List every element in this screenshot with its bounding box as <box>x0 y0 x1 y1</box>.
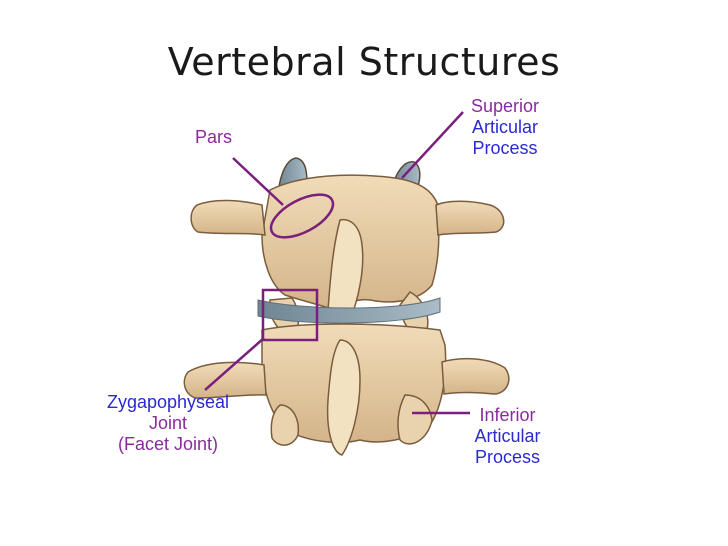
label-line: Superior <box>470 96 540 116</box>
label-line: Articular <box>471 117 538 137</box>
label-zygapophyseal-joint: Zygapophyseal Joint (Facet Joint) <box>84 392 252 455</box>
intervertebral-gap <box>257 297 441 324</box>
label-line: Process <box>472 138 538 158</box>
label-pars: Pars <box>195 127 233 147</box>
pars-ellipse <box>269 193 335 239</box>
label-line: Process <box>474 447 541 467</box>
label-superior-articular-process: Superior Articular Process <box>455 96 555 159</box>
upper-vertebra <box>190 157 505 337</box>
label-line: (Facet Joint) <box>117 434 219 454</box>
label-line: Joint <box>148 413 188 433</box>
label-line: Articular <box>474 426 541 446</box>
pars-leader-line <box>232 157 284 206</box>
superior-leader-line <box>401 111 464 179</box>
slide-title: Vertebral Structures <box>167 40 561 84</box>
label-line: Inferior <box>479 405 536 425</box>
label-line: Zygapophyseal <box>106 392 230 412</box>
facet-joint-box <box>261 288 319 342</box>
facet-leader-line <box>204 337 265 391</box>
label-inferior-articular-process: Inferior Articular Process <box>460 405 555 468</box>
annotation-marks <box>204 111 470 415</box>
